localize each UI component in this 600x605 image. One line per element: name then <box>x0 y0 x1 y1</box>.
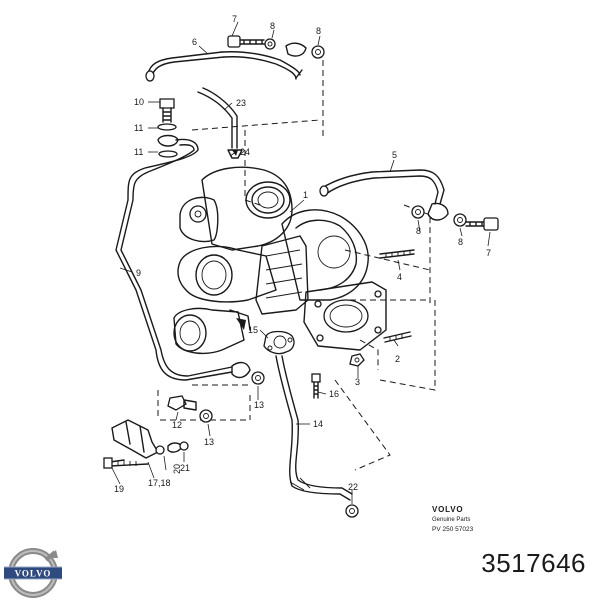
label-24: 24 <box>240 147 250 157</box>
oil-pipe-6 <box>145 35 325 82</box>
label-16: 16 <box>329 389 339 399</box>
label-8-top-a: 8 <box>270 21 275 31</box>
label-8-right-b: 8 <box>458 237 463 247</box>
label-7-right: 7 <box>486 248 491 258</box>
label-14: 14 <box>313 419 323 429</box>
turbocharger-1 <box>173 166 387 355</box>
gasket-15 <box>263 330 295 355</box>
label-11-a: 11 <box>134 123 143 133</box>
label-9: 9 <box>136 268 141 278</box>
nut-3 <box>349 353 365 367</box>
assembly-guide-lines <box>157 60 436 471</box>
label-19: 19 <box>114 484 124 494</box>
caption-subtitle: Genuine Parts <box>432 517 470 523</box>
label-17-18: 17,18 <box>148 478 171 488</box>
label-6: 6 <box>192 37 197 47</box>
label-20: 20 <box>172 464 182 474</box>
label-7-top: 7 <box>232 14 237 24</box>
bolt-10-washers-11 <box>157 98 179 158</box>
label-21: 21 <box>180 463 190 473</box>
label-1: 1 <box>303 190 308 200</box>
callout-labels: 7 8 8 6 10 23 11 24 11 5 1 8 8 7 9 4 15 … <box>114 14 491 494</box>
label-3: 3 <box>355 377 360 387</box>
label-22: 22 <box>348 482 358 492</box>
volvo-logo: VOLVO <box>2 546 64 600</box>
caption-code: PV 250 57023 <box>432 526 474 533</box>
bolt-16 <box>311 373 321 399</box>
oil-pipe-9 <box>115 138 251 381</box>
label-12: 12 <box>172 420 182 430</box>
label-8-right-a: 8 <box>416 226 421 236</box>
stud-2 <box>383 331 412 343</box>
oil-pipe-14 <box>275 355 359 518</box>
label-5: 5 <box>392 150 397 160</box>
bolt-12-washers-13 <box>167 371 265 423</box>
catalog-caption: VOLVO Genuine Parts PV 250 57023 <box>432 505 474 533</box>
bracket-17-18 <box>103 419 189 469</box>
label-15: 15 <box>248 325 258 335</box>
oil-pipe-5 <box>319 169 499 231</box>
part-number: 3517646 <box>481 548 586 578</box>
label-23: 23 <box>236 98 246 108</box>
label-13-a: 13 <box>254 400 264 410</box>
label-13-b: 13 <box>204 437 214 447</box>
leader-lines <box>111 21 491 504</box>
logo-text: VOLVO <box>15 569 52 579</box>
volvo-emblem-icon: VOLVO <box>4 548 62 598</box>
label-10: 10 <box>134 97 144 107</box>
label-4: 4 <box>397 272 402 282</box>
label-11-b: 11 <box>134 147 143 157</box>
stud-4 <box>379 249 415 259</box>
label-8-top-b: 8 <box>316 26 321 36</box>
label-2: 2 <box>395 354 400 364</box>
caption-brand: VOLVO <box>432 505 463 514</box>
